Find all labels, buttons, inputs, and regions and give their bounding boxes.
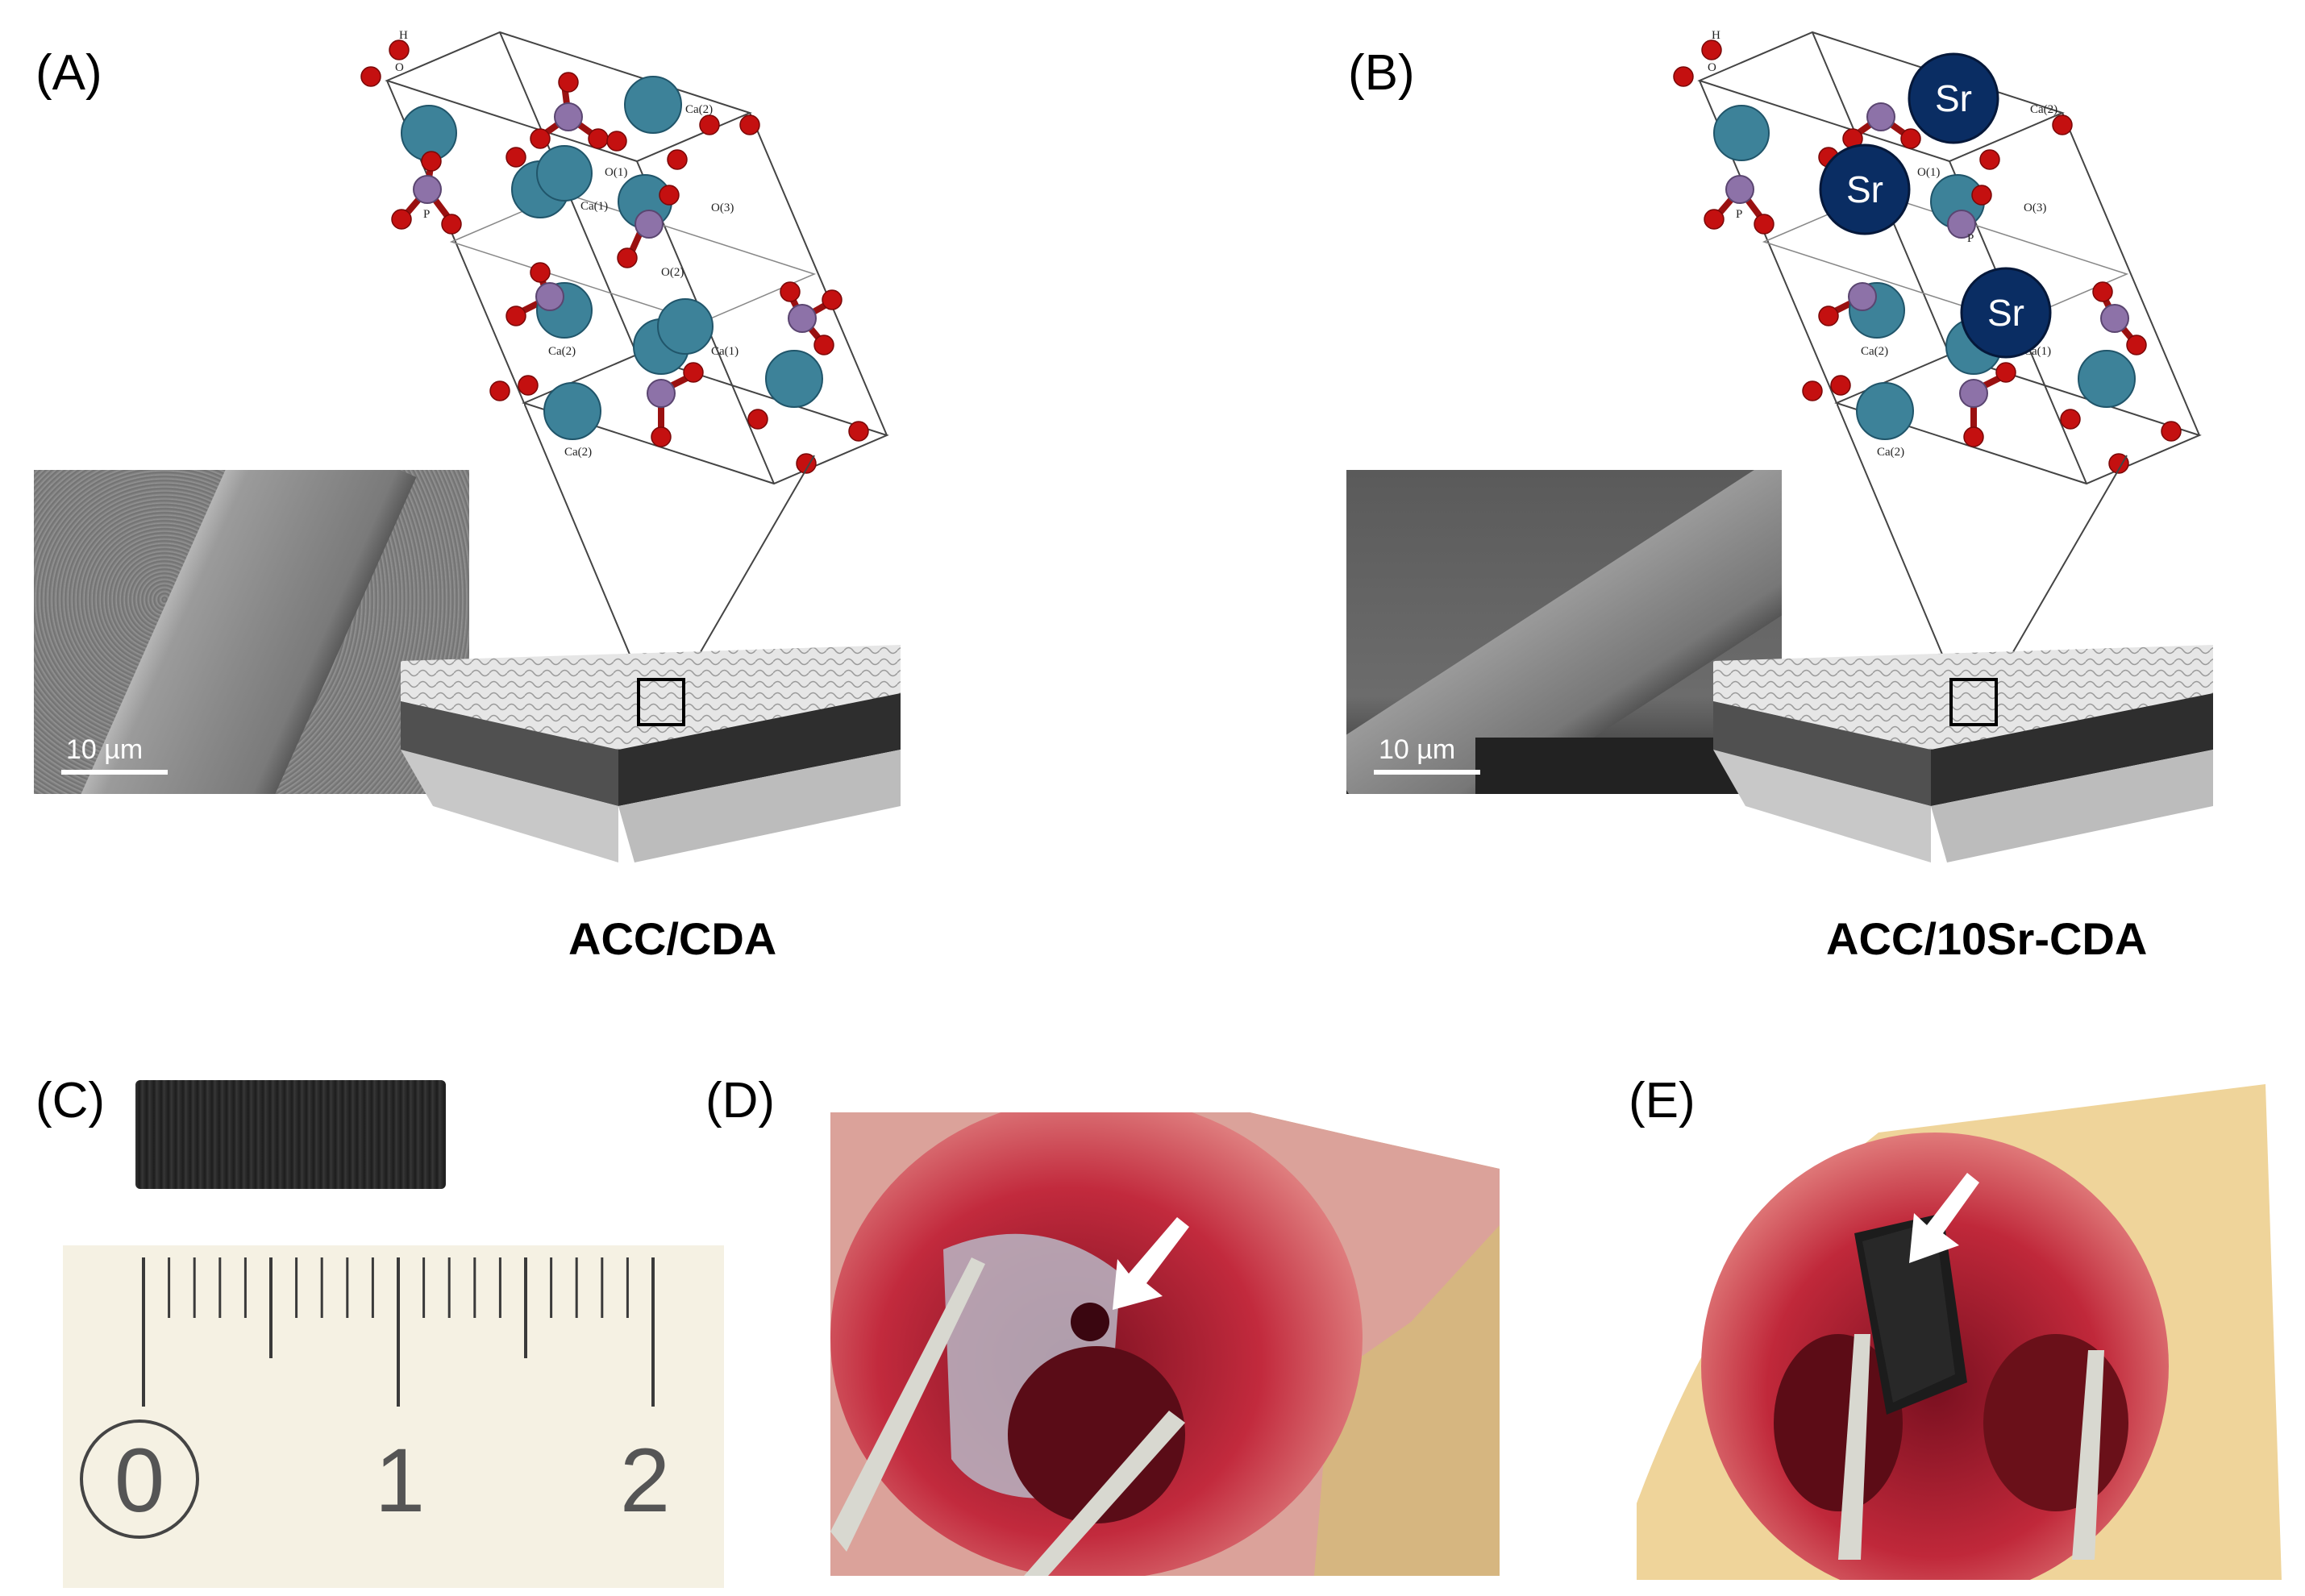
panel-label-a: (A)	[35, 45, 102, 101]
ruler-number: 2	[620, 1430, 670, 1531]
panel-label-c: (C)	[35, 1073, 106, 1128]
svg-text:Sr: Sr	[1935, 77, 1972, 119]
atom-label: Ca(2)	[564, 446, 592, 459]
atom-label: O	[1708, 61, 1716, 74]
atom-label: H	[399, 29, 408, 42]
caption-b: ACC/10Sr-CDA	[1826, 913, 2148, 964]
ruler: 0 1 2	[63, 1245, 724, 1588]
scaffold-3d-b	[1713, 645, 2213, 862]
strontium-atom: Sr	[1960, 267, 2052, 359]
atom-label: P	[1736, 208, 1742, 221]
atom-label: Ca(2)	[1877, 446, 1904, 459]
atom-label: O(3)	[711, 202, 734, 214]
svg-text:Sr: Sr	[1987, 292, 2024, 334]
crystal-structure-a: H O Ca(2) P O(1) Ca(1) O(3) O(2) Ca(2) C…	[360, 29, 889, 485]
sem-image-b: 10 µm	[1346, 470, 1782, 794]
caption-a: ACC/CDA	[568, 913, 777, 964]
panel-label-b: (B)	[1348, 45, 1415, 101]
atom-label: P	[423, 208, 430, 221]
panel-label-d: (D)	[705, 1073, 776, 1128]
scale-bar-label-b: 10 µm	[1379, 734, 1456, 765]
atom-label: Ca(2)	[548, 345, 576, 358]
surgery-photo-d	[830, 1112, 1500, 1576]
surgery-photo-e	[1637, 1084, 2282, 1580]
scaffold-sample	[135, 1080, 446, 1189]
zoom-lines-a	[524, 403, 815, 682]
strontium-atom: Sr	[1819, 143, 1911, 235]
sem-image-a: 10 µm	[34, 470, 469, 794]
scale-bar-a	[61, 770, 168, 775]
ruler-number: 1	[375, 1430, 425, 1531]
atom-label: Ca(1)	[580, 200, 608, 213]
atom-label: Ca(2)	[2030, 103, 2057, 116]
atom-label: O(1)	[605, 166, 627, 179]
atom-label: Ca(2)	[685, 103, 713, 116]
crystal-structure-b: H O Ca(2) P O(1) O(3) P Ca(2) Ca(1) Ca(2…	[1673, 29, 2202, 485]
atom-label: O(1)	[1917, 166, 1940, 179]
zoom-lines-b	[1837, 403, 2128, 682]
scale-bar-b	[1374, 770, 1480, 775]
svg-text:Sr: Sr	[1846, 168, 1883, 210]
atom-label: P	[1967, 232, 1974, 245]
scale-bar-label-a: 10 µm	[66, 734, 144, 765]
scaffold-3d-a	[401, 645, 901, 862]
atom-label: H	[1712, 29, 1720, 42]
ruler-number: 0	[114, 1430, 164, 1531]
atom-label: Ca(1)	[711, 345, 739, 358]
panel-label-e: (E)	[1629, 1073, 1695, 1128]
atom-label: Ca(2)	[1861, 345, 1888, 358]
strontium-atom: Sr	[1908, 52, 1999, 144]
atom-label: O	[395, 61, 404, 74]
atom-label: O(2)	[661, 266, 684, 279]
atom-label: O(3)	[2024, 202, 2046, 214]
